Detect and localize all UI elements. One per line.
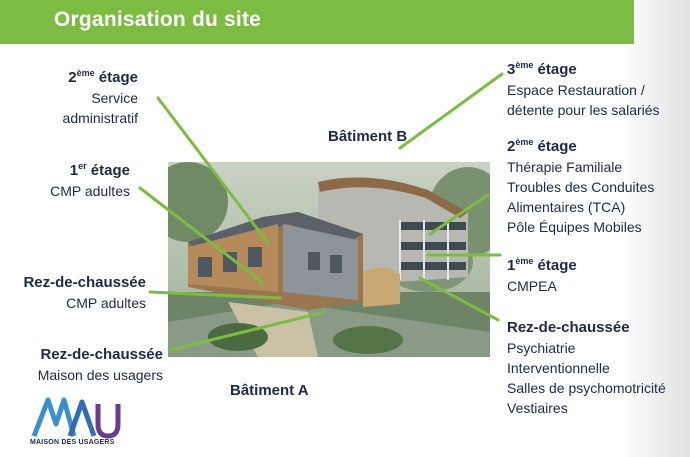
left-rdc2-label: Rez-de-chaussée Maison des usagers [3, 345, 163, 385]
page-edge-shadow [620, 0, 690, 457]
right-floor2-label: 2ème étage Thérapie Familiale Troubles d… [507, 137, 687, 237]
right-rdc-line4: Vestiaires [507, 400, 568, 416]
right-floor3-line1: Espace Restauration / [507, 82, 645, 98]
building-b-label: Bâtiment B [328, 128, 408, 145]
right-floor3-line2: détente pour les salariés [507, 102, 660, 118]
maison-des-usagers-logo-icon [31, 397, 121, 439]
right-rdc-label: Rez-de-chaussée Psychiatrie Intervention… [507, 318, 689, 418]
right-rdc-line3: Salles de psychomotricité [507, 380, 666, 396]
right-rdc-line1: Psychiatrie [507, 340, 576, 356]
right-floor1-line1: CMPEA [507, 278, 557, 294]
header-bar: Organisation du site [0, 0, 634, 44]
page-title: Organisation du site [54, 8, 262, 31]
right-floor2-line4: Pôle Équipes Mobiles [507, 219, 642, 235]
right-floor2-line1: Thérapie Familiale [507, 159, 623, 175]
right-floor3-label: 3ème étage Espace Restauration / détente… [507, 60, 687, 120]
left-floor1-line1: CMP adultes [50, 183, 130, 199]
left-rdc1-line1: CMP adultes [66, 295, 146, 311]
left-rdc2-line1: Maison des usagers [37, 367, 163, 383]
right-floor2-line3: Alimentaires (TCA) [507, 199, 626, 215]
left-floor2-line1: Service [91, 90, 138, 106]
left-floor2-line2: administratif [62, 110, 138, 126]
right-rdc-line2: Interventionnelle [507, 360, 610, 376]
logo-text: MAISON DES USAGERS [30, 439, 115, 446]
left-rdc1-label: Rez-de-chaussée CMP adultes [6, 273, 146, 313]
right-floor2-line2: Troubles des Conduites [507, 179, 655, 195]
site-photo [168, 162, 490, 357]
left-floor1-label: 1er étage CMP adultes [0, 161, 130, 201]
building-a-label: Bâtiment A [230, 382, 309, 399]
left-floor2-label: 2ème étage Service administratif [8, 68, 138, 128]
right-floor1-label: 1ème étage CMPEA [507, 256, 687, 296]
